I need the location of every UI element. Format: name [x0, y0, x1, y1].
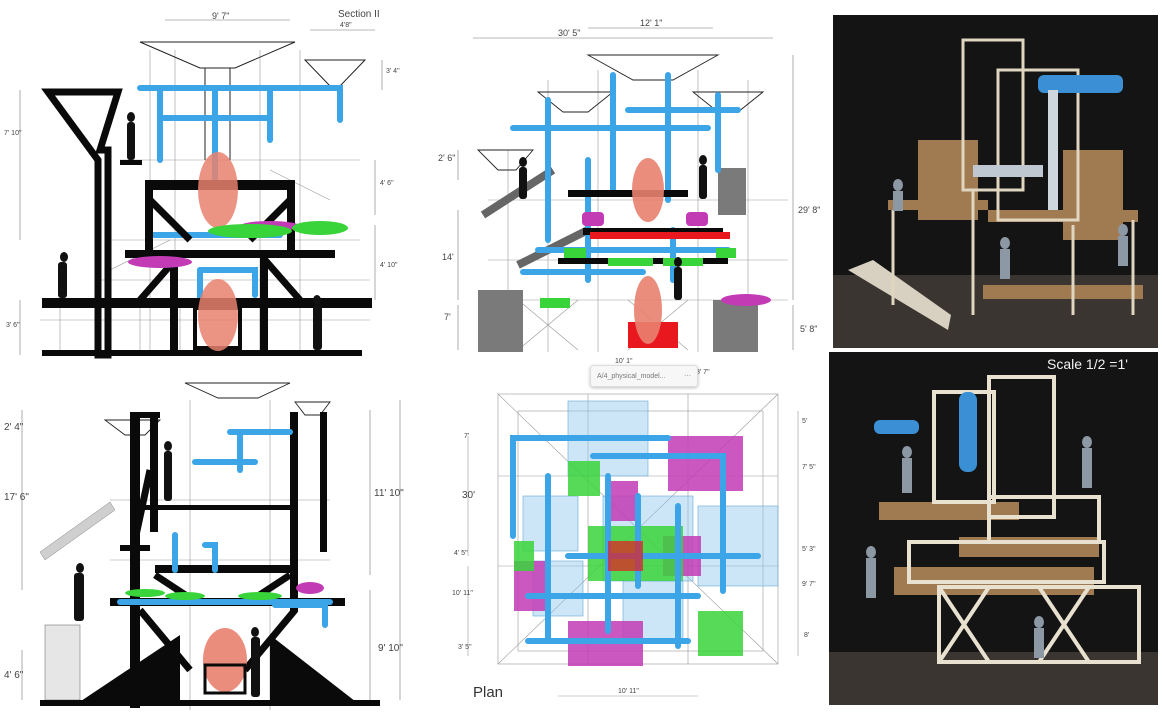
dim-label: 7' 10" — [4, 130, 22, 137]
physical-model-photo-bottom: Scale 1/2 =1' — [829, 352, 1158, 705]
dim-label: 17' 6" — [4, 492, 29, 503]
plan-drawing-bottom-middle: 10' 1" 8' 7" 7' 30' 4' 5" 10' 11" 3' 5" … — [428, 356, 820, 716]
dim-label: 4' 10" — [380, 262, 398, 269]
dim-label: 10' 1" — [615, 358, 633, 365]
dim-label: 5' 3" — [802, 546, 816, 553]
dim-label: 9' 7" — [212, 11, 230, 21]
dim-label: 9' 7" — [802, 581, 816, 588]
plan-title: Plan — [473, 684, 504, 701]
dim-label: 7' — [444, 312, 451, 322]
dim-label: 8' 7" — [696, 369, 710, 376]
dim-label: 5' 8" — [800, 324, 818, 334]
dim-label: 2' 6" — [438, 153, 456, 163]
file-name-chip[interactable]: A/4_physical_model... ⋯ — [590, 365, 698, 387]
dim-label: 7' — [464, 433, 470, 440]
file-name-label: A/4_physical_model... — [597, 372, 666, 380]
section-drawing-top-middle: 30' 5" 12' 1" 2' 6" 14' 7' 29' 8" 5' 8" — [428, 0, 820, 360]
section-drawing-bottom-left: 2' 4" 17' 6" 4' 6" 11' 10" 9' 10" — [0, 370, 420, 716]
dim-label: 10' 11" — [452, 590, 473, 597]
dim-label: Section II — [338, 9, 380, 20]
more-icon[interactable]: ⋯ — [684, 373, 691, 380]
dim-label: 11' 10" — [374, 488, 404, 499]
dim-label: 4' 6" — [380, 180, 394, 187]
dim-label: 5' — [802, 418, 808, 425]
dim-label: 3' 4" — [386, 68, 400, 75]
dim-label: 3' 5" — [458, 644, 472, 651]
dim-label: 12' 1" — [640, 18, 663, 28]
dim-label: 4' 5" — [454, 550, 468, 557]
dim-label: 9' 10" — [378, 643, 403, 654]
dim-label: 3' 6" — [6, 322, 20, 329]
dim-label: 30' 5" — [558, 28, 581, 38]
scale-label: Scale 1/2 =1' — [1047, 356, 1128, 372]
dim-label: 4'8" — [340, 22, 352, 29]
dim-label: 10' 11" — [618, 688, 639, 695]
dim-label: 30' — [462, 490, 476, 501]
dim-label: 7' 5" — [802, 464, 816, 471]
dim-label: 2' 4" — [4, 422, 24, 433]
physical-model-photo-top — [833, 15, 1158, 348]
dim-label: 8' — [804, 632, 810, 639]
dim-label: 14' — [442, 252, 454, 262]
dim-label: 29' 8" — [798, 205, 820, 215]
dim-label: 4' 6" — [4, 670, 24, 681]
section-drawing-top-left: Section II 9' 7" 4'8" 3' 4" 4' 6" 4' 10"… — [0, 0, 400, 360]
